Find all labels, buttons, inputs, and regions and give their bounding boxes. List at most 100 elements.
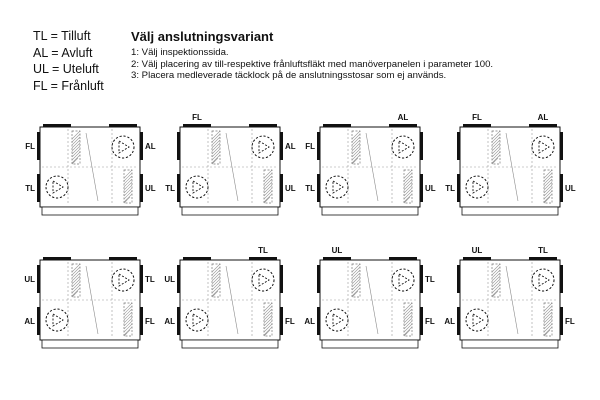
- inspection-panel: [181, 339, 279, 349]
- port-label-variants.2.left-top: FL: [305, 142, 315, 151]
- hatch-line: [543, 308, 553, 318]
- fan-arrow-icon: [192, 180, 204, 194]
- fan-arrow-icon: [398, 140, 410, 154]
- hatch-line: [351, 263, 361, 273]
- hatch-line: [211, 275, 221, 285]
- inspection-panel: [461, 339, 559, 349]
- hatch-line: [351, 148, 361, 158]
- hatch-line: [263, 187, 273, 197]
- port-label-variants.1.right-bottom: UL: [285, 184, 296, 193]
- port-right-top: [140, 265, 143, 293]
- fan-icon: [391, 135, 415, 159]
- hatch-line: [543, 175, 553, 185]
- hatch-line: [543, 320, 553, 330]
- port-label-variants.6.top-left: UL: [332, 246, 343, 255]
- filter: [71, 130, 81, 165]
- hatch-line: [263, 326, 273, 336]
- hatch-line: [543, 184, 553, 194]
- fan-icon: [185, 308, 209, 332]
- port-right-bottom: [560, 307, 563, 335]
- port-right-top: [140, 132, 143, 160]
- hatch-line: [491, 130, 501, 140]
- hatch-line: [263, 172, 273, 182]
- instruction-step-2: 2: Välj placering av till-respektive frå…: [131, 58, 494, 70]
- heat-exchanger-line: [85, 132, 99, 202]
- hatch-line: [71, 133, 81, 143]
- hatch-line: [211, 145, 221, 155]
- filter: [263, 169, 273, 204]
- heat-exchanger-line: [85, 265, 99, 335]
- port-left-top: [457, 265, 460, 293]
- hatch-line: [403, 172, 413, 182]
- fan-icon: [251, 268, 275, 292]
- hatch-line: [123, 302, 133, 312]
- instructions-title: Välj anslutningsvariant: [131, 29, 274, 44]
- hatch-line: [71, 281, 81, 291]
- port-top-left: [323, 257, 351, 260]
- filter: [491, 263, 501, 298]
- port-label-variants.0.right-bottom: UL: [145, 184, 156, 193]
- filter: [351, 130, 361, 165]
- filter-hatch: [123, 169, 133, 204]
- port-label-variants.2.left-bottom: TL: [305, 184, 315, 193]
- filter-hatch: [403, 302, 413, 337]
- hatch-line: [403, 302, 413, 312]
- hatch-line: [491, 266, 501, 276]
- port-left-top: [177, 265, 180, 293]
- hatch-line: [351, 278, 361, 288]
- abbreviation-legend: TL = Tilluft AL = Avluft UL = Uteluft FL…: [33, 28, 104, 94]
- hatch-line: [491, 269, 501, 279]
- port-label-variants.7.right-bottom: FL: [565, 317, 575, 326]
- filter: [543, 169, 553, 204]
- port-label-variants.0.left-top: FL: [25, 142, 35, 151]
- hatch-line: [491, 278, 501, 288]
- hatch-line: [123, 178, 133, 188]
- filter-hatch: [71, 130, 81, 165]
- hatch-line: [71, 266, 81, 276]
- hatch-line: [123, 323, 133, 333]
- port-label-variants.6.right-top: TL: [425, 275, 435, 284]
- hatch-line: [351, 130, 361, 140]
- hatch-line: [351, 272, 361, 282]
- port-left-top: [457, 132, 460, 160]
- hatch-line: [211, 278, 221, 288]
- legend-code: AL: [33, 45, 48, 60]
- hatch-line: [263, 332, 268, 337]
- heat-exchanger-line: [365, 265, 379, 335]
- hatch-line: [403, 169, 413, 179]
- hatch-line: [491, 136, 501, 146]
- fan-arrow-icon: [118, 273, 130, 287]
- hatch-line: [123, 332, 128, 337]
- port-top-left: [323, 124, 351, 127]
- port-right-bottom: [140, 307, 143, 335]
- fan-icon: [45, 308, 69, 332]
- port-top-right: [529, 124, 557, 127]
- port-label-variants.4.right-bottom: FL: [145, 317, 155, 326]
- legend-item: FL = Frånluft: [33, 78, 104, 93]
- filter: [543, 302, 553, 337]
- port-right-top: [280, 265, 283, 293]
- hatch-line: [123, 305, 133, 315]
- port-left-top: [37, 265, 40, 293]
- fan-arrow-icon: [118, 140, 130, 154]
- hatch-line: [71, 269, 81, 279]
- fan-arrow-icon: [472, 180, 484, 194]
- port-left-bottom: [177, 307, 180, 335]
- port-right-top: [280, 132, 283, 160]
- hatch-line: [543, 323, 553, 333]
- hatch-line: [351, 287, 361, 297]
- hatch-line: [211, 269, 221, 279]
- port-label-variants.3.right-bottom: UL: [565, 184, 576, 193]
- hatch-line: [491, 154, 501, 164]
- hatch-line: [263, 178, 273, 188]
- filter-hatch: [123, 302, 133, 337]
- port-top-left: [183, 124, 211, 127]
- hatch-line: [211, 154, 221, 164]
- port-left-top: [317, 132, 320, 160]
- port-left-bottom: [317, 307, 320, 335]
- filter: [123, 302, 133, 337]
- hatch-line: [211, 266, 221, 276]
- heat-exchanger-line: [505, 265, 519, 335]
- port-right-top: [560, 132, 563, 160]
